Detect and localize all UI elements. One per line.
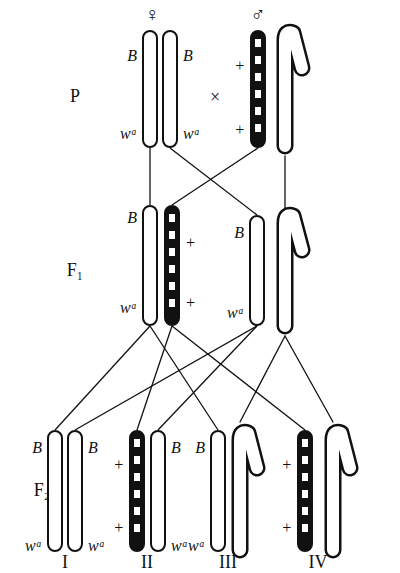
y-chromosome <box>285 32 302 146</box>
gene-symbol: wᵃ <box>25 538 42 554</box>
y-chromosome <box>240 432 257 550</box>
gene-symbol: wᵃ <box>171 538 188 554</box>
chromosome-band <box>255 73 261 81</box>
genotype-number: I <box>62 553 68 571</box>
gene-symbol: wᵃ <box>183 126 200 142</box>
gene-symbol: B <box>195 440 205 456</box>
chromosome-band <box>134 439 140 447</box>
chromosome-band <box>255 39 261 47</box>
gene-symbol: + <box>185 295 196 311</box>
chromosome-band <box>134 524 140 532</box>
wild-type-chromosome: ++ <box>164 205 180 326</box>
chromosome-band <box>169 299 175 307</box>
gene-symbol: wᵃ <box>88 538 105 554</box>
gene-symbol: + <box>281 457 292 473</box>
inheritance-line <box>240 156 333 422</box>
gene-symbol: B <box>88 440 98 456</box>
gene-symbol: + <box>113 520 124 536</box>
gene-symbol: + <box>185 235 196 251</box>
genotype-number: II <box>141 553 153 571</box>
x-chromosome: Bwᵃ <box>67 430 83 552</box>
gene-symbol: + <box>113 457 124 473</box>
inheritance-line <box>172 148 258 205</box>
chromosome-band <box>169 248 175 256</box>
chromosome-band <box>255 56 261 64</box>
chromosome-band <box>169 265 175 273</box>
gene-symbol: wᵃ <box>120 126 137 142</box>
inheritance-line <box>149 148 150 205</box>
x-chromosome: Bwᵃ <box>142 30 158 148</box>
female-symbol: ♀ <box>145 4 160 24</box>
x-chromosome: Bwᵃ <box>210 430 226 552</box>
chromosome-band <box>302 456 308 464</box>
chromosome-band <box>255 107 261 115</box>
chromosome-band <box>134 507 140 515</box>
gene-symbol: B <box>171 440 181 456</box>
generation-label: P <box>70 87 80 105</box>
inheritance-line <box>170 148 257 215</box>
gene-symbol: wᵃ <box>120 300 137 316</box>
gene-symbol: B <box>127 210 137 226</box>
x-chromosome: Bwᵃ <box>150 430 166 552</box>
gene-symbol: B <box>183 48 193 64</box>
generation-label: F₂ <box>34 481 50 499</box>
wild-type-chromosome: ++ <box>297 430 313 552</box>
gene-symbol: B <box>127 48 137 64</box>
genotype-number: IV <box>309 553 328 571</box>
wild-type-chromosome: ++ <box>129 430 145 552</box>
inheritance-line <box>75 326 257 430</box>
inheritance-line <box>172 326 305 430</box>
male-symbol: ♂ <box>251 4 266 24</box>
generation-label: F₁ <box>67 261 83 279</box>
gene-symbol: + <box>234 122 245 138</box>
chromosome-band <box>169 282 175 290</box>
cross-symbol: × <box>210 88 220 106</box>
chromosome-band <box>302 490 308 498</box>
chromosome-band <box>302 507 308 515</box>
chromosome-band <box>169 214 175 222</box>
wild-type-chromosome: ++ <box>250 30 266 148</box>
chromosome-band <box>255 124 261 132</box>
gene-symbol: B <box>32 440 42 456</box>
chromosome-band <box>134 473 140 481</box>
inheritance-line <box>158 326 257 430</box>
x-chromosome: Bwᵃ <box>249 215 265 326</box>
chromosome-band <box>255 90 261 98</box>
chromosome-band <box>302 524 308 532</box>
genotype-number: III <box>219 553 237 571</box>
x-chromosome: Bwᵃ <box>162 30 178 148</box>
chromosome-band <box>134 456 140 464</box>
gene-symbol: wᵃ <box>188 538 205 554</box>
gene-symbol: + <box>234 58 245 74</box>
chromosome-band <box>169 231 175 239</box>
chromosome-band <box>302 439 308 447</box>
gene-symbol: B <box>234 225 244 241</box>
chromosome-band <box>134 490 140 498</box>
gene-symbol: + <box>281 520 292 536</box>
y-chromosome <box>333 432 350 550</box>
gene-symbol: wᵃ <box>227 305 244 321</box>
x-chromosome: Bwᵃ <box>142 205 158 326</box>
chromosome-band <box>302 473 308 481</box>
y-chromosome <box>285 215 302 326</box>
